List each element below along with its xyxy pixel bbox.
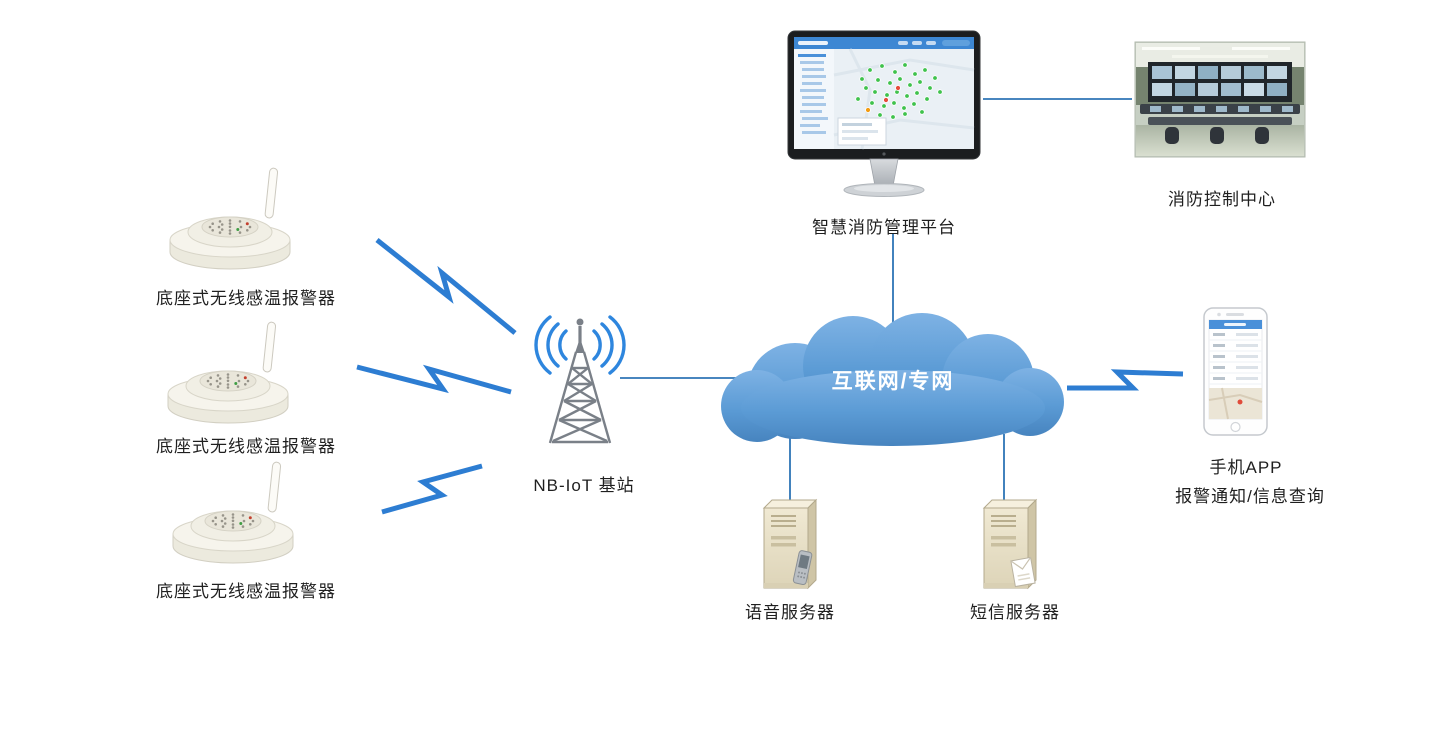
control-center-label: 消防控制中心	[1168, 190, 1276, 209]
sensor-device-1	[169, 167, 291, 270]
lightning-sensor3-icon	[381, 463, 483, 515]
platform-monitor-icon	[787, 30, 981, 197]
sms-server-label: 短信服务器	[970, 603, 1060, 622]
sensor-device-3	[172, 461, 294, 564]
video-wall-icon	[1152, 66, 1287, 96]
sensor1-label: 底座式无线感温报警器	[156, 289, 336, 308]
cloud-label: 互联网/专网	[831, 370, 955, 393]
nbiot-tower-icon	[534, 315, 626, 444]
connector-lines	[620, 98, 1132, 506]
mobile-phone-icon	[1203, 307, 1268, 436]
wireless-links	[356, 238, 1184, 515]
control-center-photo	[1134, 41, 1306, 158]
mobile-app-label-line2: 报警通知/信息查询	[1175, 487, 1325, 506]
map-alarm-dots	[855, 62, 943, 120]
lightning-cloud-to-phone-icon	[1067, 369, 1184, 391]
voice-server-icon	[763, 499, 817, 589]
message-icon	[1010, 556, 1036, 588]
platform-label: 智慧消防管理平台	[812, 218, 956, 237]
internet-cloud-icon	[721, 313, 1064, 446]
voice-server-label: 语音服务器	[745, 603, 835, 622]
sensor2-label: 底座式无线感温报警器	[156, 437, 336, 456]
sensor3-label: 底座式无线感温报警器	[156, 582, 336, 601]
base-station-label: NB-IoT 基站	[533, 476, 635, 495]
lightning-sensor1-icon	[375, 238, 517, 335]
sms-server-icon	[983, 499, 1037, 589]
sensor-device-2	[167, 321, 289, 424]
lightning-sensor2-icon	[356, 364, 512, 395]
mobile-app-label-line1: 手机APP	[1209, 458, 1283, 477]
radio-waves-icon	[534, 315, 626, 375]
handset-icon	[792, 550, 813, 586]
